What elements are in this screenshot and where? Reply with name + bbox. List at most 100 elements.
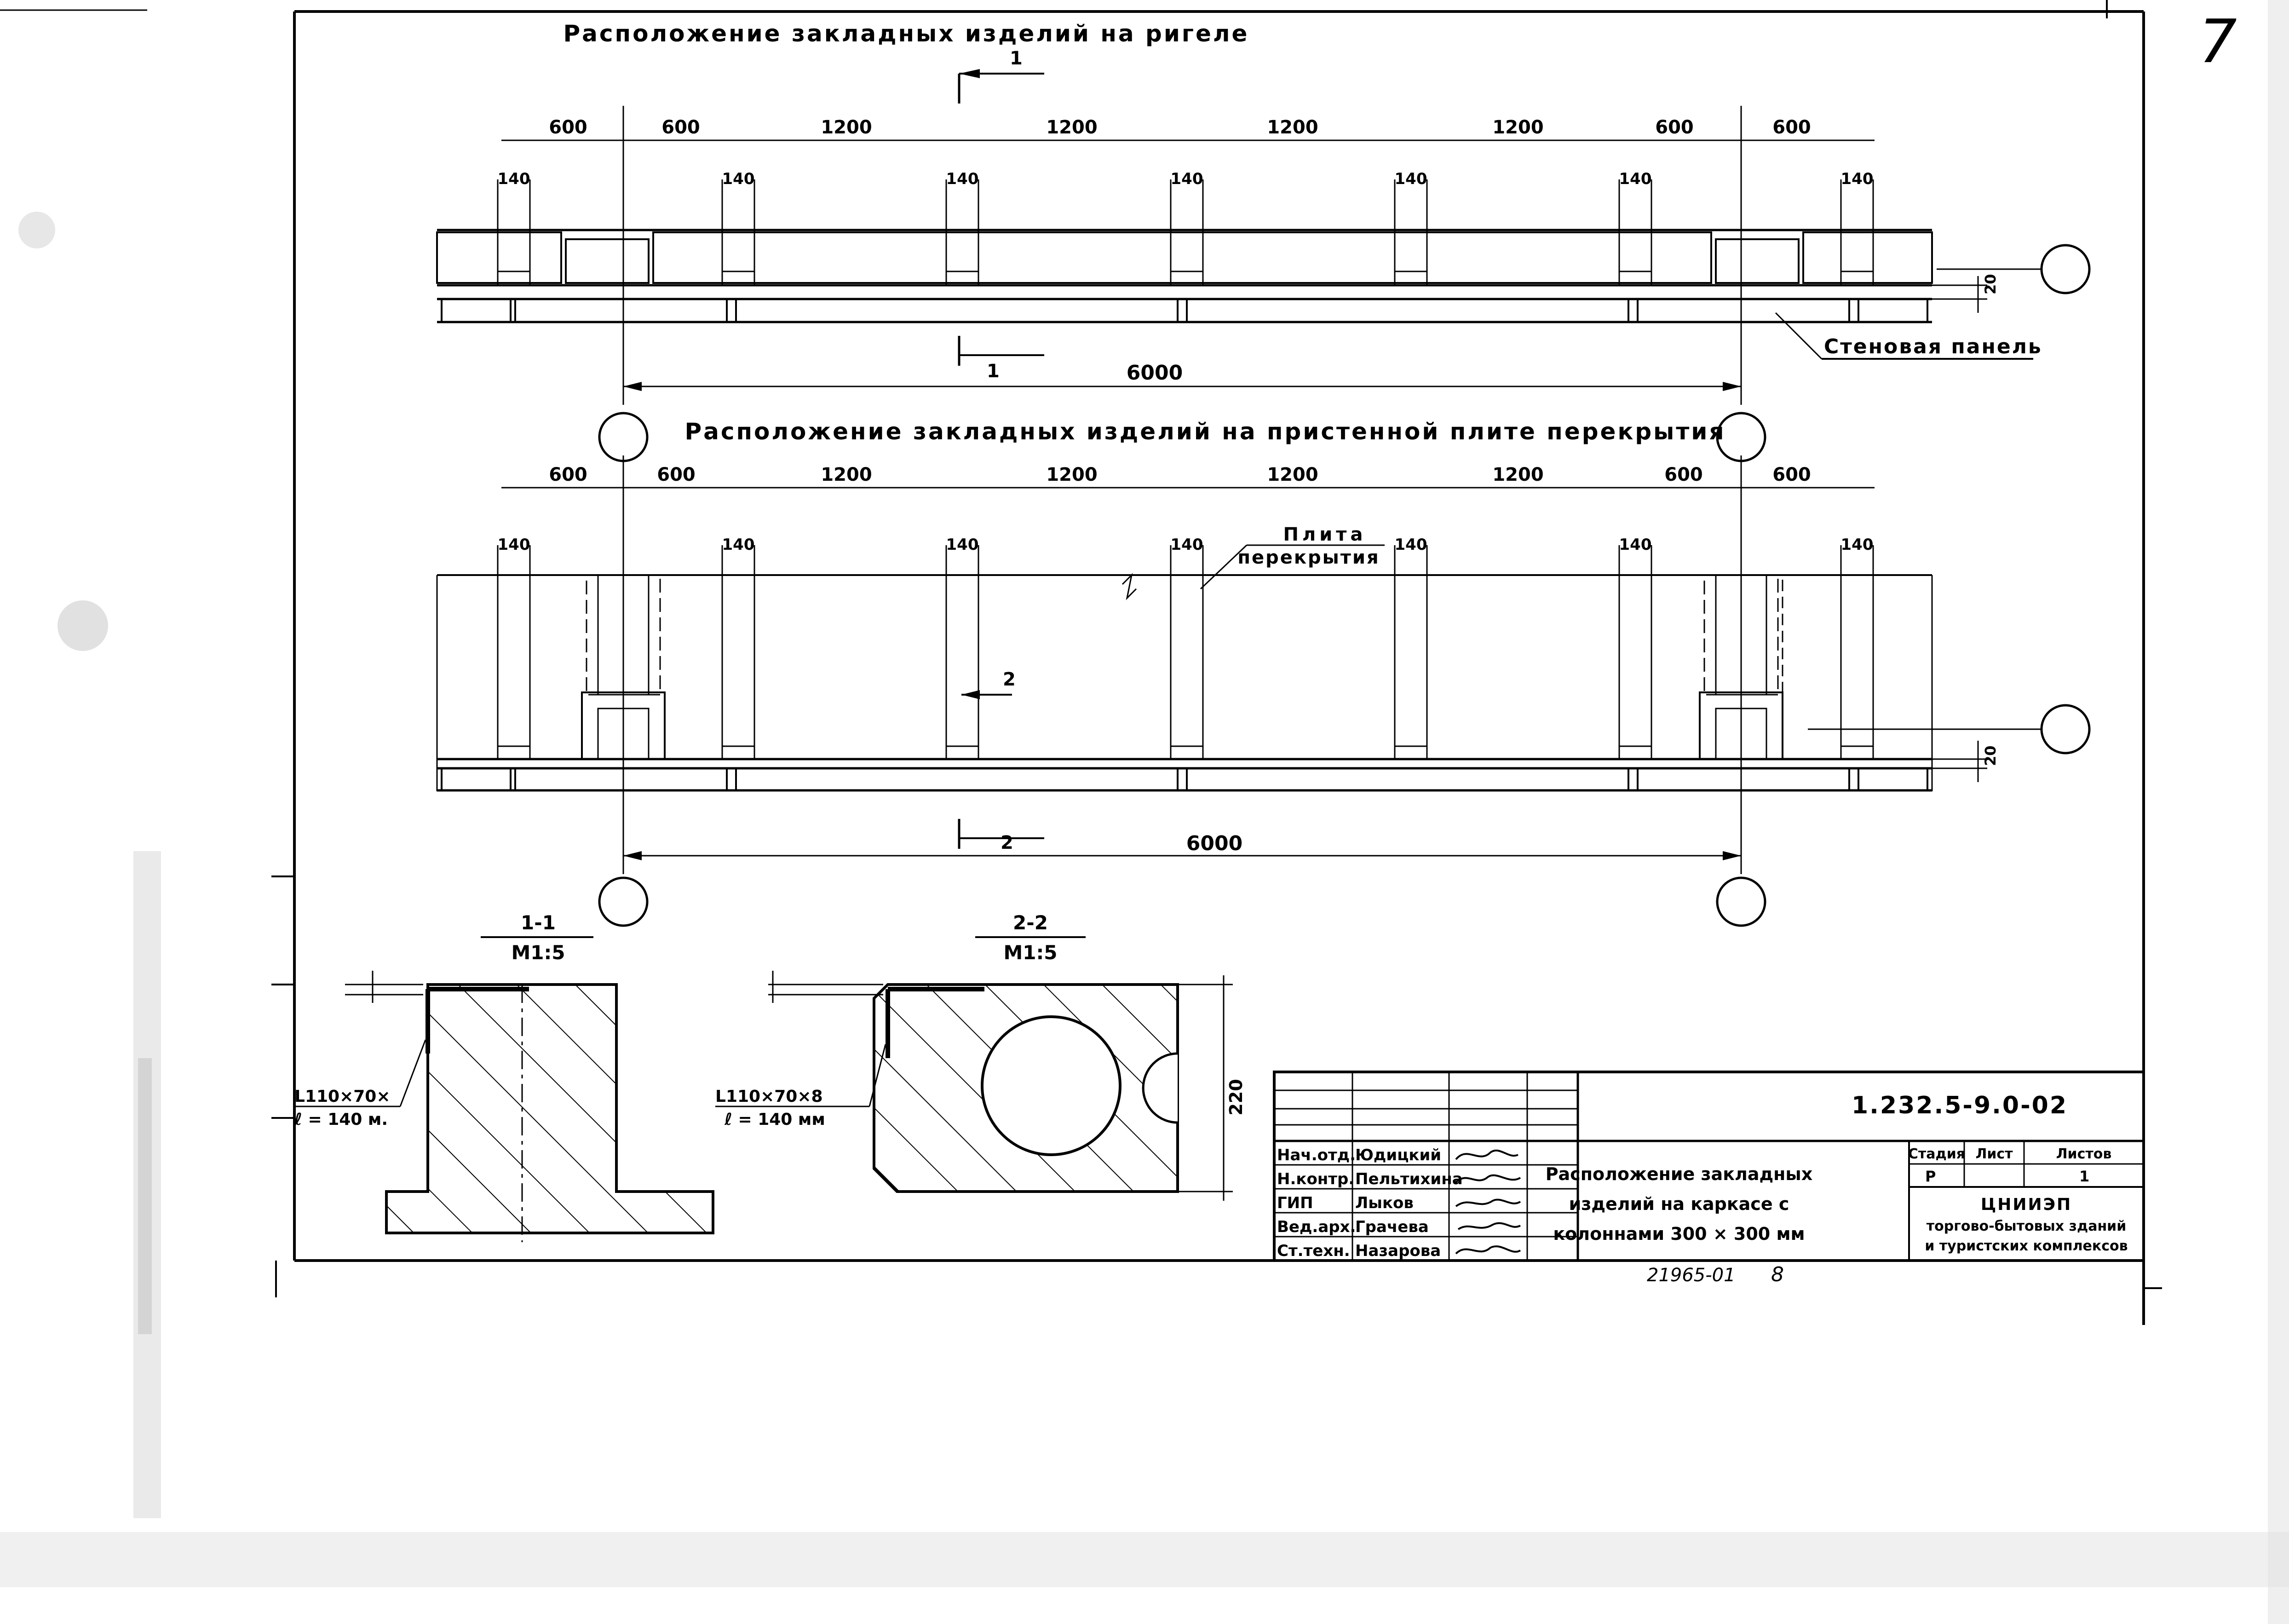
dim-label: 140 bbox=[498, 170, 530, 188]
sheet-mark: 7 bbox=[2199, 6, 2237, 76]
dim-label: 600 bbox=[549, 117, 587, 138]
signatures bbox=[1455, 1149, 1521, 1255]
staff-name: Юдицкий bbox=[1355, 1146, 1441, 1164]
title-block: 1.232.5-9.0-02 Нач.отд. Юдицкий Н.контр.… bbox=[1273, 1071, 2145, 1262]
dimension-chain-top-2: 600 600 1200 1200 1200 1200 600 600 bbox=[501, 464, 1875, 489]
staff-role: Ст.техн. bbox=[1277, 1242, 1350, 1260]
axis-circle bbox=[1716, 876, 1766, 927]
axis-circle bbox=[2040, 244, 2091, 294]
sheets-value: 1 bbox=[2079, 1168, 2089, 1185]
plan-slab: Расположение закладных изделий на присте… bbox=[436, 418, 2091, 927]
section-2-height: 220 bbox=[1226, 1079, 1246, 1115]
dim-label: 1200 bbox=[1046, 117, 1097, 138]
slab-label-1: Плита bbox=[1283, 524, 1367, 545]
dim-label: 600 bbox=[1772, 464, 1811, 485]
axis-circle bbox=[598, 412, 649, 462]
plan-slab-title: Расположение закладных изделий на присте… bbox=[684, 418, 1725, 445]
dim-label: 1200 bbox=[1492, 464, 1543, 485]
archive-stamp: 21965-01 8 bbox=[1647, 1263, 1784, 1286]
svg-text:2: 2 bbox=[1003, 669, 1016, 690]
dim-140-labels-1: 140 140 140 140 140 140 140 bbox=[498, 170, 1874, 188]
dim-label: 1200 bbox=[1046, 464, 1097, 485]
slab-callout: Плита перекрытия bbox=[1200, 524, 1385, 590]
staff-name: Лыков bbox=[1355, 1194, 1414, 1212]
section-1-angle-2: ℓ = 140 м. bbox=[294, 1110, 388, 1129]
staff-role: Вед.арх. bbox=[1277, 1218, 1356, 1236]
section-2-angle-2: ℓ = 140 мм bbox=[724, 1110, 825, 1129]
section-2-angle-1: L110×70×8 bbox=[715, 1087, 823, 1106]
org-1: ЦНИИЭП bbox=[1981, 1195, 2072, 1214]
sheet-frame bbox=[0, 0, 2162, 1325]
dim-label: 140 bbox=[498, 536, 530, 554]
section-1-1: 1-1 М1:5 L110×70× ℓ = 140 м. bbox=[294, 911, 714, 1242]
dim-label: 140 bbox=[1395, 170, 1427, 188]
section-2-2: 2-2 М1:5 220 L110×70×8 ℓ = 140 мм bbox=[715, 911, 1246, 1201]
sheet-title-2: изделий на каркасе с bbox=[1569, 1194, 1789, 1214]
section-mark-1: 1 1 bbox=[958, 48, 1044, 382]
staff-role: ГИП bbox=[1277, 1194, 1313, 1212]
dim-label: 140 bbox=[946, 536, 979, 554]
dim-label: 1200 bbox=[1492, 117, 1543, 138]
dim-label: 140 bbox=[1841, 170, 1874, 188]
axis-circle bbox=[598, 876, 649, 927]
section-mark-2: 2 2 bbox=[958, 669, 1044, 853]
org-3: и туристских комплексов bbox=[1925, 1238, 2128, 1254]
dim-label: 600 bbox=[549, 464, 587, 485]
staff-role: Нач.отд. bbox=[1277, 1146, 1356, 1164]
dim-label: 140 bbox=[1841, 536, 1874, 554]
dim-label: 600 bbox=[1655, 117, 1694, 138]
dim-label: 140 bbox=[722, 170, 755, 188]
dim-label: 600 bbox=[1772, 117, 1811, 138]
staff-name: Назарова bbox=[1355, 1242, 1441, 1260]
section-1-profile bbox=[385, 983, 714, 1234]
dim-label: 140 bbox=[1395, 536, 1427, 554]
wall-panel-label: Стеновая панель bbox=[1824, 335, 2042, 358]
stage-value: Р bbox=[1925, 1168, 1936, 1185]
plan-rigel-title: Расположение закладных изделий на ригеле bbox=[564, 20, 1249, 47]
dim-label: 600 bbox=[1664, 464, 1703, 485]
wall-panel-callout: Стеновая панель bbox=[1775, 312, 2042, 360]
doc-code: 1.232.5-9.0-02 bbox=[1852, 1092, 2068, 1119]
staff-role: Н.контр. bbox=[1277, 1170, 1354, 1188]
dim-label: 1200 bbox=[821, 117, 872, 138]
org-2: торгово-бытовых зданий bbox=[1927, 1218, 2126, 1234]
slab-label-2: перекрытия bbox=[1237, 547, 1380, 568]
staff-rows: Нач.отд. Юдицкий Н.контр. Пельтихина ГИП… bbox=[1277, 1146, 1463, 1260]
section-2-scale: М1:5 bbox=[1003, 941, 1057, 964]
dim-label: 140 bbox=[1171, 170, 1203, 188]
section-2-title: 2-2 bbox=[1013, 911, 1048, 934]
stamp-number: 21965-01 bbox=[1647, 1265, 1736, 1286]
dim-140-labels-2: 140 140 140 140 140 140 140 bbox=[498, 536, 1874, 554]
staff-name: Пельтихина bbox=[1355, 1170, 1463, 1188]
sheet-title-3: колоннами 300 × 300 мм bbox=[1553, 1224, 1805, 1244]
rigel-beam bbox=[436, 229, 1933, 323]
sheet-title-1: Расположение закладных bbox=[1546, 1164, 1813, 1184]
axis-markers-2: 6000 20 bbox=[598, 455, 2091, 927]
embedded-parts-slab bbox=[497, 545, 1874, 760]
dim-label: 600 bbox=[661, 117, 700, 138]
offset-label: 20 bbox=[1982, 274, 1999, 294]
section-1-scale: М1:5 bbox=[511, 941, 565, 964]
dim-label: 140 bbox=[946, 170, 979, 188]
svg-text:1: 1 bbox=[1010, 48, 1023, 69]
staff-name: Грачева bbox=[1355, 1218, 1429, 1236]
dim-label: 1200 bbox=[1267, 117, 1318, 138]
section-1-title: 1-1 bbox=[521, 911, 556, 934]
slab-body bbox=[436, 573, 1933, 792]
dim-label: 140 bbox=[1171, 536, 1203, 554]
dim-label: 1200 bbox=[821, 464, 872, 485]
total-dim-label: 6000 bbox=[1127, 361, 1183, 385]
axis-circle bbox=[2040, 704, 2091, 754]
axis-markers-1: 6000 20 bbox=[598, 106, 2091, 462]
offset-label: 20 bbox=[1982, 745, 1999, 766]
dim-label: 140 bbox=[1619, 170, 1652, 188]
total-dim-label: 6000 bbox=[1186, 832, 1242, 855]
svg-text:2: 2 bbox=[1001, 832, 1013, 853]
dim-label: 140 bbox=[1619, 536, 1652, 554]
dim-label: 1200 bbox=[1267, 464, 1318, 485]
sheet-label: Лист bbox=[1975, 1146, 2013, 1162]
plan-rigel: Расположение закладных изделий на ригеле… bbox=[436, 20, 2091, 462]
dim-label: 600 bbox=[657, 464, 696, 485]
